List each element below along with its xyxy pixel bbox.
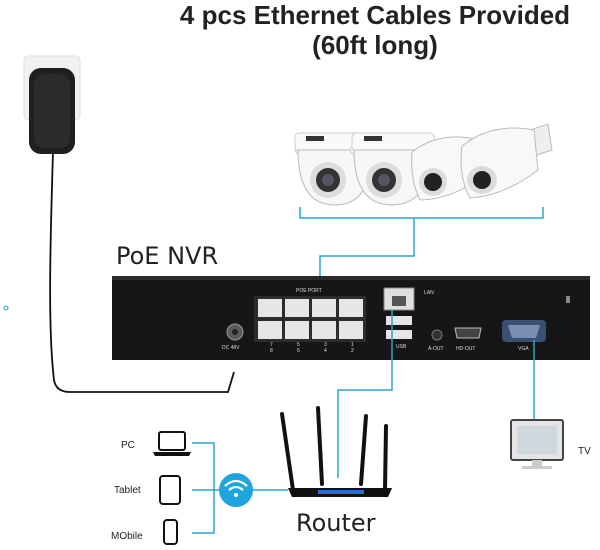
hdmi-port: [454, 327, 482, 339]
poe-port-label: POE PORT: [296, 288, 322, 294]
wifi-icon: [219, 473, 253, 507]
page-title: 4 pcs Ethernet Cables Provided (60ft lon…: [150, 0, 600, 60]
vga-label: VGA: [518, 346, 529, 352]
usb-port: [386, 330, 412, 339]
poe-port-block: [254, 296, 366, 342]
router-icon: [280, 406, 392, 497]
mobile-label: MObile: [111, 531, 143, 542]
tablet-label: Tablet: [114, 485, 141, 496]
port-number: 2: [351, 348, 354, 354]
port-number: 5: [297, 342, 300, 348]
usb-port: [386, 316, 412, 325]
audio-out-port: [431, 329, 443, 341]
camera-bracket: [299, 207, 544, 219]
nvr-title: PoE NVR: [116, 242, 219, 270]
pc-label: PC: [121, 440, 135, 451]
lan-label: LAN: [424, 290, 434, 296]
port-number: 6: [297, 348, 300, 354]
port-number: 1: [351, 342, 354, 348]
dome-camera-icon: [349, 132, 435, 206]
tv-label: TV: [578, 446, 591, 457]
hdout-label: HD-OUT: [456, 346, 476, 352]
port-number: 3: [324, 342, 327, 348]
dc-label: DC 48V: [222, 345, 240, 351]
device-bracket: [192, 442, 215, 534]
tablet-icon: [159, 475, 181, 505]
power-cable: [49, 151, 235, 393]
lan-cable: [337, 310, 393, 478]
aout-label: A-OUT: [428, 346, 444, 352]
port-number: 4: [324, 348, 327, 354]
title-line-1: 4 pcs Ethernet Cables Provided: [179, 0, 571, 30]
port-number: 7: [270, 342, 273, 348]
phone-icon: [163, 519, 178, 545]
port-number: 8: [270, 348, 273, 354]
router-title: Router: [296, 509, 376, 537]
vga-port: [502, 320, 546, 342]
laptop-icon: [153, 431, 191, 456]
monitor-icon: [510, 419, 564, 469]
bullet-camera-icon: [460, 123, 553, 199]
usb-label: USB: [396, 344, 407, 350]
title-line-2: (60ft long): [312, 30, 438, 60]
power-adapter-icon: [23, 55, 81, 154]
